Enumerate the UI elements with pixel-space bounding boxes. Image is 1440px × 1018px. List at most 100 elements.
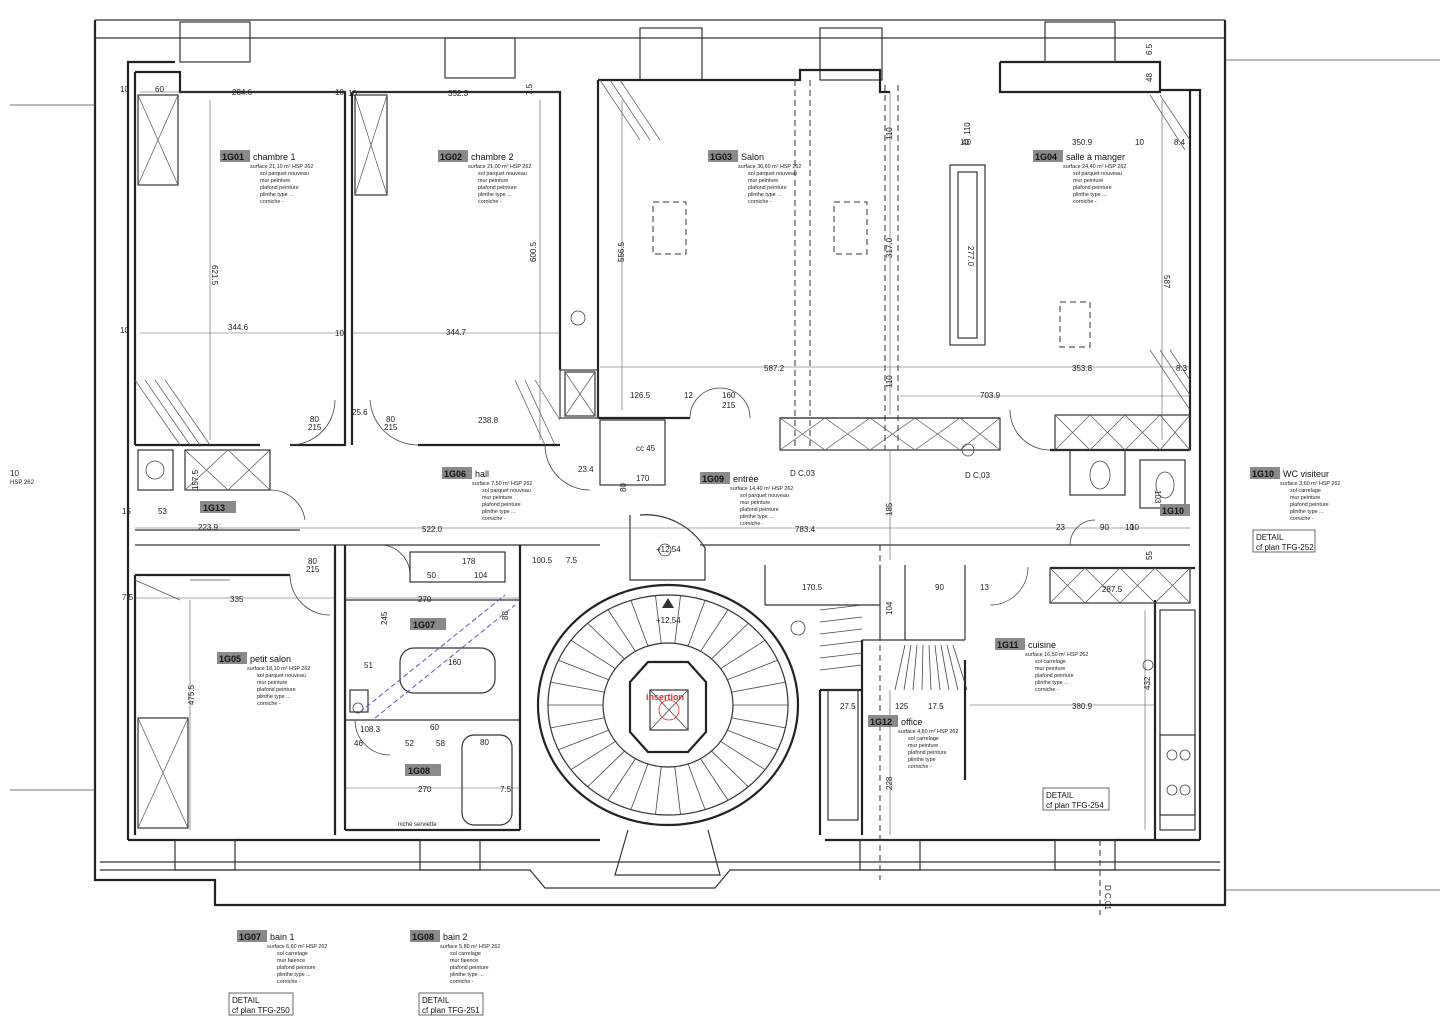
stair-tread — [934, 644, 941, 691]
dim-label: 270 — [418, 785, 432, 794]
stair-tread — [700, 758, 729, 801]
room-spec-line: plafond peinture — [482, 502, 521, 508]
staircase — [536, 514, 800, 876]
room-spec-line: plinthe type ... — [748, 192, 782, 198]
room-name: bain 2 — [443, 932, 468, 942]
stair-tread — [630, 600, 649, 647]
room-name: bain 1 — [270, 932, 295, 942]
dim-label: 350.9 — [1072, 138, 1093, 147]
room-spec-line: mur peinture — [257, 680, 287, 686]
stair-tread — [819, 640, 863, 647]
room-name: petit salon — [250, 654, 291, 664]
dim-label: 587.2 — [764, 364, 785, 373]
dim-label: 344.6 — [228, 323, 249, 332]
dim-label: 6.5 — [1145, 43, 1154, 55]
stair-level-label: +12,54 — [656, 545, 681, 554]
dim-label: 53 — [158, 507, 167, 516]
dim-label: 55 — [1145, 551, 1154, 560]
dc-label-bottom: D C,01 — [1103, 885, 1112, 910]
dim-label: 50 — [427, 571, 436, 580]
room-spec-line: plinthe type ... — [1035, 680, 1069, 686]
room-name: chambre 1 — [253, 152, 296, 162]
room-spec-line: corniche - — [908, 764, 932, 770]
dim-label: 8.4 — [1174, 138, 1186, 147]
dim-label: 475.5 — [187, 684, 196, 705]
stair-tread — [570, 741, 616, 770]
room-id: 1G06 — [444, 469, 466, 479]
dim-label: 80 — [310, 415, 319, 424]
room-name: salle à manger — [1066, 152, 1125, 162]
stair-tread — [587, 750, 625, 788]
dim-label: 17.5 — [928, 702, 944, 711]
room-spec-line: plafond peinture — [1290, 502, 1329, 508]
insertion-label: insertion — [646, 692, 684, 702]
dim-label: 432 — [1143, 676, 1152, 690]
room-spec-line: corniche - — [257, 701, 281, 707]
dim-label: 238.8 — [478, 416, 499, 425]
dim-label: 215 — [384, 423, 398, 432]
room-spec-line: mur peinture — [740, 500, 770, 506]
room-spec-line: corniche - — [277, 979, 301, 985]
interior-walls — [133, 62, 1195, 840]
stair-tread — [946, 644, 959, 691]
dim-label: 10 — [348, 89, 357, 98]
stair-tread — [952, 644, 968, 691]
pipe-trace — [359, 594, 516, 719]
room-spec-line: plinthe type ... — [450, 972, 484, 978]
stair-tread — [819, 652, 863, 659]
room-name: hall — [475, 469, 489, 479]
dim-label: 600.5 — [529, 241, 538, 262]
room-spec-line: mur peinture — [482, 495, 512, 501]
room-spec-line: mur peinture — [1035, 666, 1065, 672]
room-spec-line: corniche - — [478, 199, 502, 205]
dim-label: 23.4 — [578, 465, 594, 474]
dim-label: 228 — [885, 776, 894, 790]
dim-label: 10 — [335, 88, 344, 97]
dim-label: 353.8 — [1072, 364, 1093, 373]
room-name: entrée — [733, 474, 759, 484]
stair-tread — [550, 717, 605, 729]
room-spec-line: surface 3,60 m² HSP 262 — [1280, 481, 1340, 487]
dim-label: 110 — [885, 127, 894, 140]
plan-tags: 1G13 1G07 1G08 1G10 — [200, 501, 1190, 776]
room-spec-line: plinthe type ... — [1073, 192, 1107, 198]
room-spec-line: plinthe type ... — [1290, 509, 1324, 515]
dim-label: 160 — [722, 391, 736, 400]
left-edge-label: 10 — [10, 469, 19, 478]
stair-tread — [921, 644, 924, 691]
bath-fixtures — [349, 310, 1196, 826]
misc-labels: D C,03 D C,03 D C,01 insertion +12,54 +1… — [10, 469, 1112, 910]
dim-label: 284.6 — [232, 88, 253, 97]
tag-1G13: 1G13 — [203, 503, 225, 513]
stair-tread — [607, 758, 636, 801]
dim-label: 10 — [1135, 138, 1144, 147]
dim-label: 170.5 — [802, 583, 823, 592]
detail-references: DETAIL cf plan TFG-252 DETAIL cf plan TF… — [228, 529, 1316, 1016]
dim-label: 703.9 — [980, 391, 1001, 400]
room-spec-line: plinthe type — [908, 757, 936, 763]
stair-tread — [711, 750, 749, 788]
room-spec-line: plafond peinture — [740, 507, 779, 513]
dim-label: 13 — [980, 583, 989, 592]
stair-tread — [558, 659, 609, 681]
dimension-lines — [135, 91, 1190, 835]
dim-label: 110 — [885, 375, 894, 388]
stair-tread — [570, 640, 616, 669]
dim-label: 522.0 — [422, 525, 443, 534]
dim-label: 10 — [1130, 523, 1139, 532]
dim-label: 7.5 — [525, 83, 534, 95]
dim-label: 88 — [501, 611, 510, 620]
stair-tread — [819, 604, 863, 611]
room-spec-line: sol carrelage — [450, 951, 481, 957]
dim-label: 7.5 — [122, 593, 134, 602]
dim-label: 215 — [306, 565, 320, 574]
room-spec-line: mur faience — [450, 958, 478, 964]
window-bays — [174, 21, 1116, 871]
dim-label: 51 — [364, 661, 373, 670]
room-spec-line: corniche - — [748, 199, 772, 205]
